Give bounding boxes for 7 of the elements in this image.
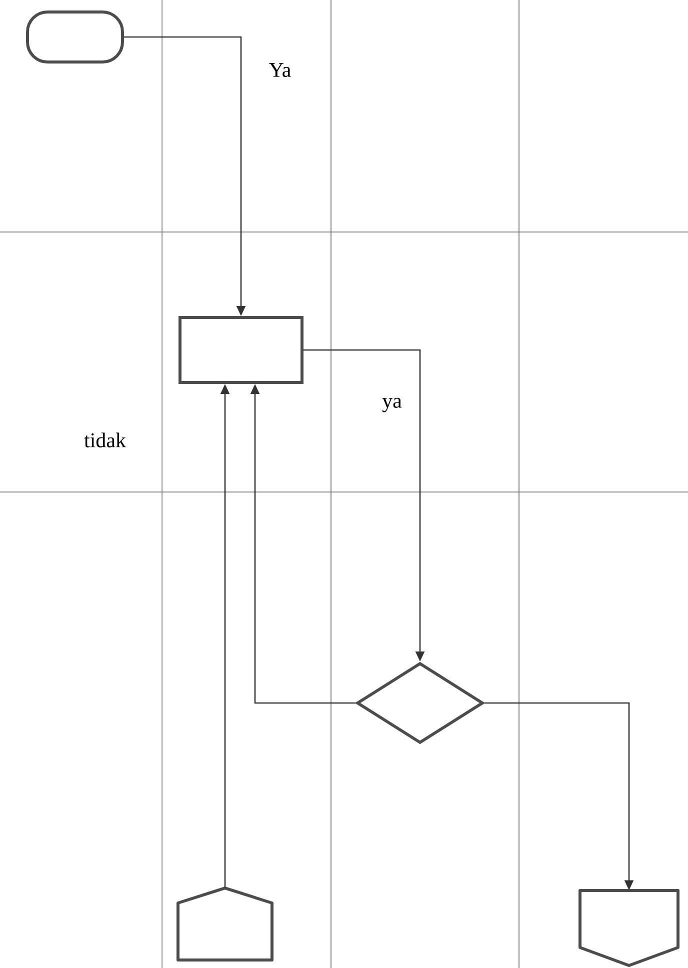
off-page-connector [176, 886, 274, 962]
label: tidak [84, 432, 126, 448]
edge-label: ya [381, 396, 403, 414]
terminator-shape [26, 10, 124, 64]
off-page-connector [578, 889, 680, 967]
process-box [178, 316, 304, 384]
edge-label: Ya [268, 62, 292, 78]
